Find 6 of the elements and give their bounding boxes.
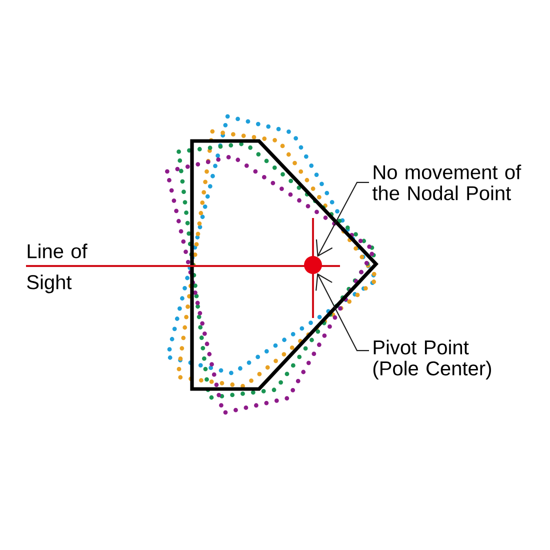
leader-arrow [316,182,369,257]
leader-arrow [316,273,369,352]
line-label: Line of Sight [27,244,88,294]
callout-text: Pivot Point (Pole Center) [373,340,491,380]
pivot-dot [304,256,322,274]
callout-text: No movement of the Nodal Point [372,164,522,200]
